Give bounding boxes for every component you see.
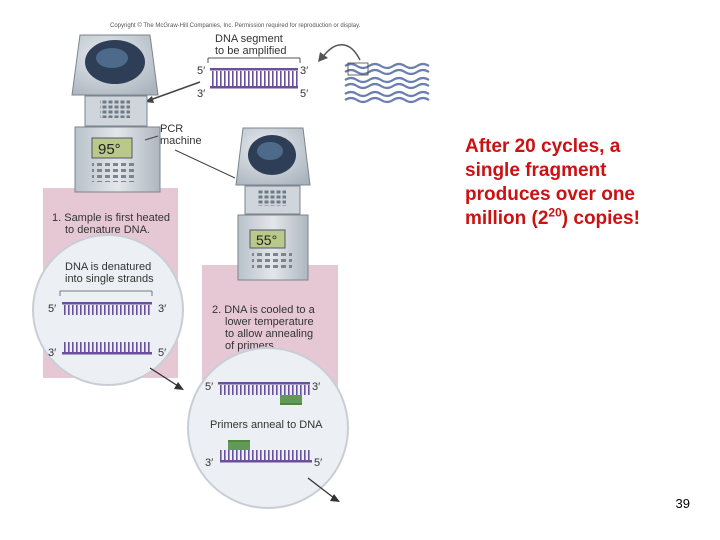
slide-number: 39: [675, 496, 690, 511]
pcr-label-machine: machine: [160, 135, 202, 147]
machine2-temp: 55°: [256, 232, 277, 248]
dna-segment-sublabel: to be amplified: [215, 45, 287, 57]
svg-text:3′: 3′: [197, 88, 205, 100]
step2-line3: to allow annealing: [225, 328, 313, 340]
svg-text:3′: 3′: [48, 347, 56, 359]
callout-text: After 20 cycles, a single fragment produ…: [465, 135, 705, 231]
callout-line-1: After 20 cycles, a: [465, 136, 621, 157]
arrowhead-icon: [318, 52, 328, 62]
svg-text:5′: 5′: [300, 88, 308, 100]
single-strand-bottom: 3′ 5′: [48, 342, 166, 359]
machine1-temp: 95°: [98, 141, 121, 158]
step2-title: 2. DNA is cooled to a: [212, 304, 316, 316]
svg-text:3′: 3′: [300, 65, 308, 77]
step1-subtitle: to denature DNA.: [65, 224, 150, 236]
callout-line-4: million (220) copies!: [465, 205, 640, 229]
callout-line-3: produces over one: [465, 184, 635, 205]
pcr-machine-1: 95°: [71, 34, 161, 193]
annealed-strand-bottom: 3′ 5′: [205, 440, 322, 469]
dna-segment-label: DNA segment: [215, 33, 283, 45]
denatured-label: DNA is denatured: [65, 261, 151, 273]
step2-line2: lower temperature: [225, 316, 314, 328]
step1-title: 1. Sample is first heated: [52, 212, 170, 224]
pcr-label: PCR: [160, 123, 183, 135]
single-strand-top: 5′ 3′: [48, 290, 166, 315]
copyright-text: Copyright © The McGraw-Hill Companies, I…: [110, 22, 361, 29]
svg-text:3′: 3′: [312, 381, 320, 393]
exponent: 20: [548, 205, 562, 220]
denatured-sublabel: into single strands: [65, 273, 154, 285]
svg-text:5′: 5′: [314, 457, 322, 469]
svg-text:5′: 5′: [158, 347, 166, 359]
curved-arrow-icon: [321, 44, 361, 61]
callout-line-2: single fragment: [465, 160, 607, 181]
genomic-dna-icon: [344, 62, 430, 104]
annealed-strand-top: 5′ 3′: [205, 381, 320, 405]
pcr-machine-2: 55°: [235, 127, 311, 281]
dna-double-strand: 5′ 3′ 3′ 5′: [197, 65, 308, 100]
svg-text:3′: 3′: [205, 457, 213, 469]
primers-label: Primers anneal to DNA: [210, 419, 323, 431]
svg-text:5′: 5′: [205, 381, 213, 393]
svg-text:5′: 5′: [197, 65, 205, 77]
svg-text:3′: 3′: [158, 303, 166, 315]
svg-text:5′: 5′: [48, 303, 56, 315]
